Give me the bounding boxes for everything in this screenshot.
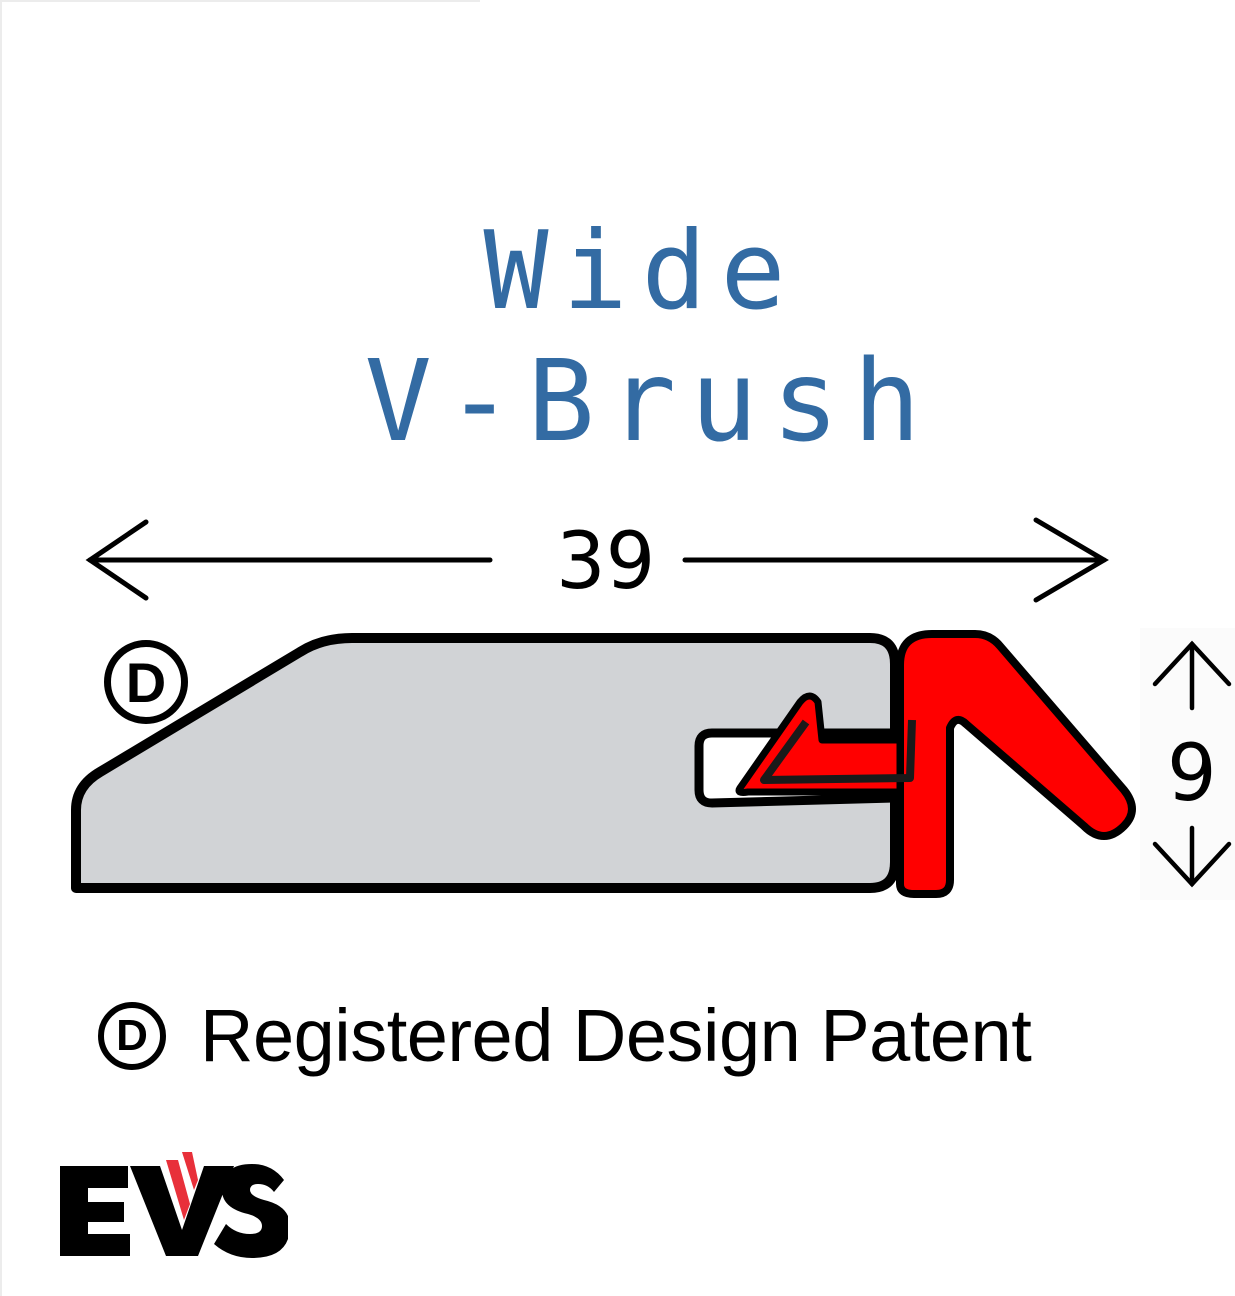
carrier-profile xyxy=(71,633,900,893)
arrow-up-icon xyxy=(1152,640,1232,687)
registered-design-icon: D xyxy=(98,1002,166,1070)
registered-design-marker: D xyxy=(104,640,188,724)
seal-profile xyxy=(896,630,1136,898)
seal-barb-inner-line xyxy=(760,719,916,784)
width-dimension-label: 39 xyxy=(556,517,656,607)
product-title-line1: Wide xyxy=(483,209,800,334)
frame-border-left xyxy=(0,0,2,1296)
width-dimension-arrow xyxy=(85,517,1109,603)
arrow-right-icon xyxy=(1033,517,1109,603)
footnote: D Registered Design Patent xyxy=(98,994,1032,1077)
arrow-left-icon xyxy=(85,519,149,601)
logo-accent xyxy=(166,1160,190,1220)
height-dimension-arrow xyxy=(1152,640,1232,888)
product-title-line2: V-Brush xyxy=(364,337,935,467)
footnote-text: Registered Design Patent xyxy=(200,994,1032,1077)
evs-logo-mark xyxy=(60,1152,288,1258)
arrow-down-icon xyxy=(1152,841,1232,888)
height-dimension-label: 9 xyxy=(1167,729,1217,819)
frame-border-top xyxy=(0,0,480,2)
seal-barb xyxy=(735,692,904,796)
